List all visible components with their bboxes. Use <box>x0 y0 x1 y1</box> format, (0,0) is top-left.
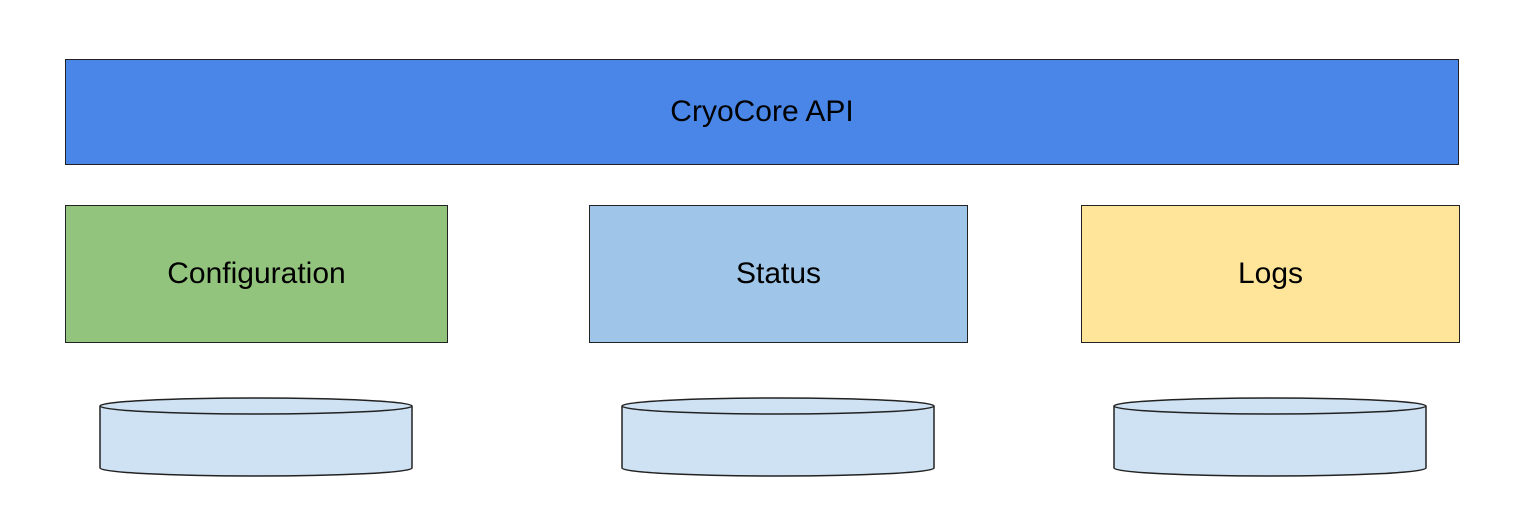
status-database-icon <box>621 397 935 477</box>
logs-database-icon <box>1113 397 1427 477</box>
configuration-label: Configuration <box>167 257 346 290</box>
configuration-database-icon <box>99 397 413 477</box>
api-box: CryoCore API <box>65 59 1459 165</box>
status-label: Status <box>735 257 822 290</box>
logs-box: Logs <box>1081 205 1460 343</box>
logs-label: Logs <box>1237 257 1304 290</box>
api-label: CryoCore API <box>670 95 854 128</box>
status-box: Status <box>589 205 968 343</box>
configuration-box: Configuration <box>65 205 448 343</box>
